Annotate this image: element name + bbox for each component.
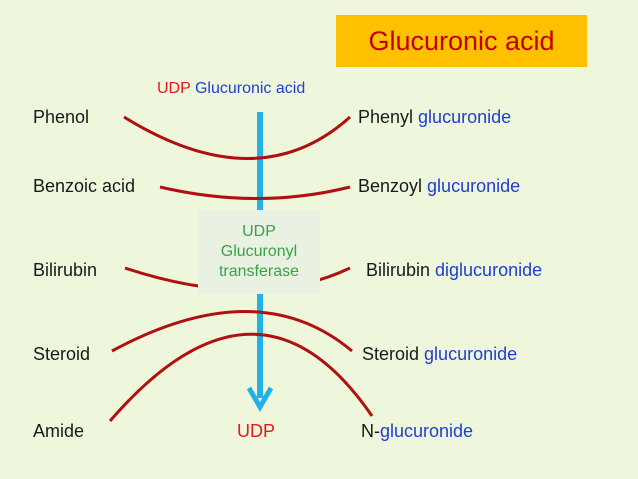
curve-steroid xyxy=(111,310,353,353)
product-suffix: diglucuronide xyxy=(435,260,543,280)
enzyme-line-3: transferase xyxy=(218,263,300,280)
udp-prefix: UDP xyxy=(157,80,191,97)
product-suffix: glucuronide xyxy=(380,421,474,441)
curve-benzoic-acid xyxy=(159,185,351,200)
substrate-benzoic-acid: Benzoic acid xyxy=(33,176,136,196)
curve-amide xyxy=(108,332,374,422)
enzyme-box: UDP Glucuronyl transferase xyxy=(198,210,320,294)
curve-phenol xyxy=(123,115,352,160)
product-steroid-glucuronide: Steroid glucuronide xyxy=(362,344,517,365)
substrate-amide: Amide xyxy=(33,421,85,441)
product-prefix: Steroid xyxy=(362,344,425,364)
substrate-bilirubin: Bilirubin xyxy=(33,260,98,280)
product-phenyl-glucuronide: Phenyl glucuronide xyxy=(358,107,511,128)
product-bilirubin-diglucuronide: Bilirubin diglucuronide xyxy=(366,260,542,281)
enzyme-line-1: UDP xyxy=(242,223,276,240)
title-box: Glucuronic acid xyxy=(336,15,587,67)
product-prefix: Benzoyl xyxy=(358,176,428,196)
product-prefix: N- xyxy=(361,421,380,441)
substrate-steroid: Steroid xyxy=(33,344,91,364)
enzyme-line-2: Glucuronyl xyxy=(220,243,298,260)
udp-glucuronic-acid-label: UDP Glucuronic acid xyxy=(157,80,305,98)
product-prefix: Bilirubin xyxy=(366,260,436,280)
udp-output-label: UDP xyxy=(237,421,276,441)
glucuronic-acid-text: Glucuronic acid xyxy=(194,80,306,97)
title: Glucuronic acid xyxy=(368,25,555,56)
substrate-phenol: Phenol xyxy=(33,107,90,127)
product-suffix: glucuronide xyxy=(418,107,512,127)
product-benzoyl-glucuronide: Benzoyl glucuronide xyxy=(358,176,520,197)
product-prefix: Phenyl xyxy=(358,107,419,127)
product-n-glucuronide: N-glucuronide xyxy=(361,421,473,442)
product-suffix: glucuronide xyxy=(427,176,521,196)
central-arrow-head xyxy=(246,386,274,412)
product-suffix: glucuronide xyxy=(424,344,518,364)
